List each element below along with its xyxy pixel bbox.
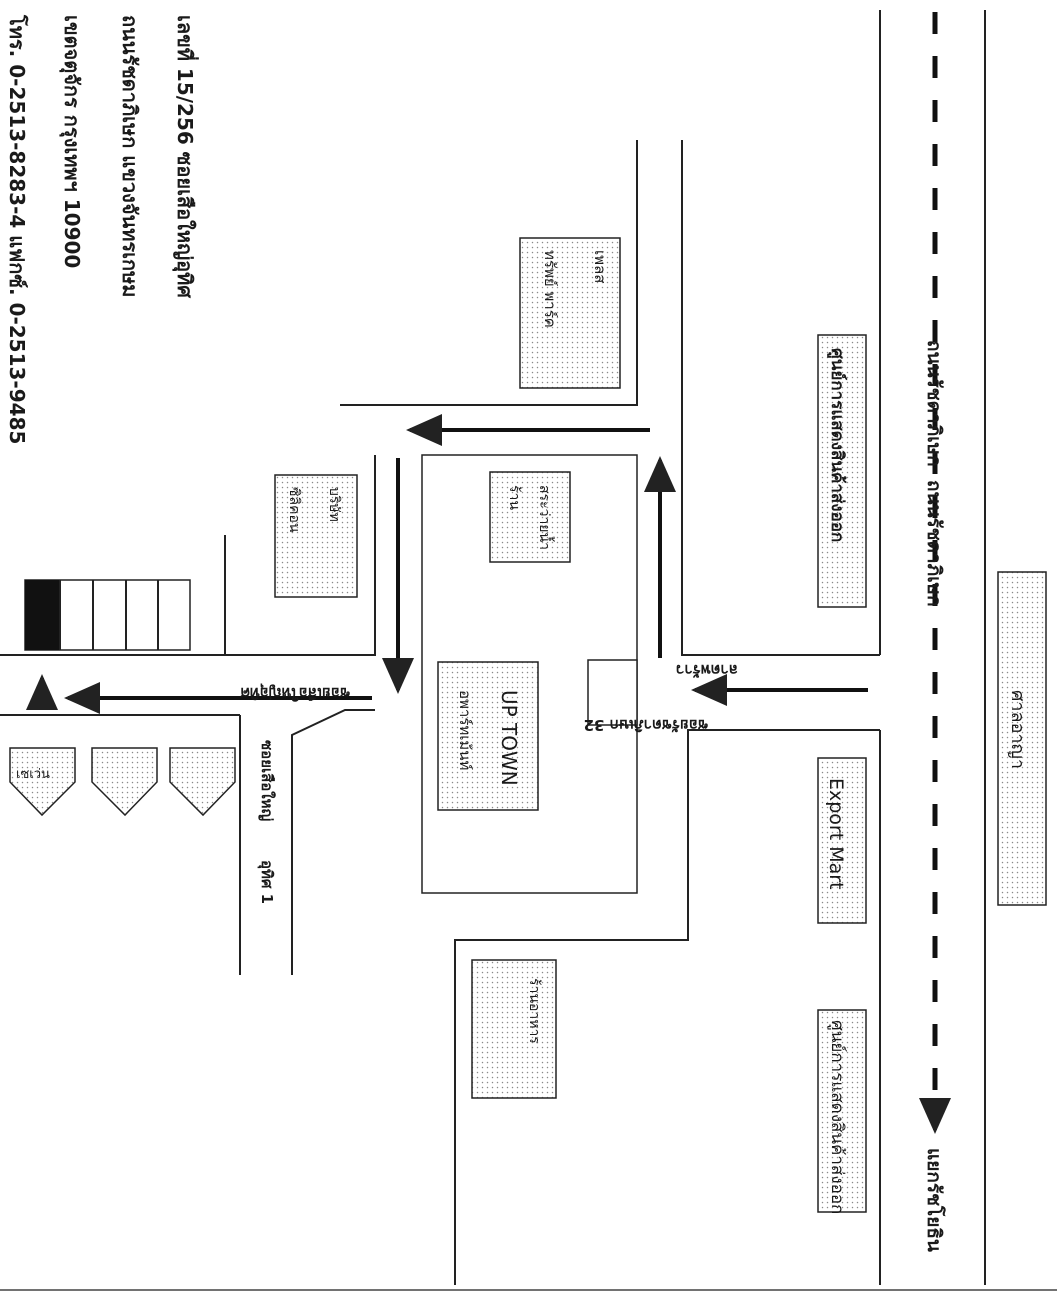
pool (489, 471, 571, 563)
road-edge (340, 140, 638, 406)
address-line1: เลขที่ 15/256 ซอยเสือใหญ่อุทิศ (172, 15, 200, 299)
top-building (519, 237, 621, 389)
main-road-label-2: ถนนรัชดาภิเษก (923, 480, 945, 607)
court-building (997, 571, 1047, 906)
road-edge (681, 140, 880, 656)
route-arrows (25, 414, 868, 714)
main-road: ถนนรัชดาภิเษก ถนนรัชดาภิเษก แยกรัชโยธิน (879, 10, 986, 1285)
pool-label: สระว่ายน้ำ (536, 485, 555, 550)
company-building (274, 474, 358, 598)
address-line4: โทร. 0-2513-8283-4 แฟกซ์. 0-2513-9485 (5, 14, 29, 444)
seven-label: เซเว่น (16, 767, 50, 782)
restaurant-building (471, 959, 557, 1099)
road-edge (454, 729, 880, 1285)
soi32-label: ซอยรัชดาภิเษก 32 (584, 716, 708, 734)
pool-label-2: ร้าน (506, 485, 522, 510)
company-label-a: บริษัท (326, 487, 342, 522)
tourism-label: ศูนย์การแสดงสินค้าส่งออก (827, 1020, 847, 1214)
pentagon-marker (9, 747, 76, 817)
tourism-building (817, 1009, 867, 1213)
pentagon-marker (91, 747, 158, 817)
top-building-label-b: ทรัพย์ พาร์ค (541, 250, 559, 328)
soi-bottom-sublabel: อุทิศ 1 (257, 860, 276, 904)
pentagon-marker (169, 747, 236, 817)
road-edge (291, 709, 375, 975)
uptown-sublabel: อพาร์ทเม้นท์ (456, 690, 474, 770)
shophouse-marked (25, 580, 60, 650)
soi32-sublabel: ลาดพร้าว (676, 661, 738, 679)
exhibition-center (817, 334, 867, 608)
company-label-b: ซิลิคอน (286, 487, 302, 533)
uptown-gate (587, 659, 638, 726)
export-mart-label: Export Mart (825, 778, 847, 890)
uptown-label: UP TOWN (497, 690, 521, 786)
address-line2: ถนนรัชดาภิเษก แขวงจันทรเกษม (118, 15, 142, 297)
address-line3: เขตจตุจักร กรุงเทพฯ 10900 (59, 15, 84, 268)
pentagon-markers: เซเว่น (9, 747, 236, 817)
soi-top-label: ซอยเสือใหญ่อุทิศ (240, 683, 350, 702)
road-edge (224, 455, 376, 656)
address-block: เลขที่ 15/256 ซอยเสือใหญ่อุทิศ ถนนรัชดาภ… (5, 14, 200, 444)
uptown-building (437, 661, 539, 811)
court-label: ศาลอาญา (1007, 690, 1028, 769)
top-building-label-a: เพลส (591, 250, 609, 283)
shophouse-row (24, 579, 191, 651)
export-mart-building (817, 757, 867, 924)
road-network (0, 140, 880, 1285)
exhibition-label: ศูนย์การแสดงสินค้าส่งออก (826, 348, 848, 542)
intersection-label: แยกรัชโยธิน (923, 1148, 946, 1252)
restaurant-label: ร้านอาหาร (526, 978, 542, 1044)
main-road-label: ถนนรัชดาภิเษก (923, 340, 945, 467)
soi-bottom-label: ซอยเสือใหญ่ (258, 740, 276, 821)
